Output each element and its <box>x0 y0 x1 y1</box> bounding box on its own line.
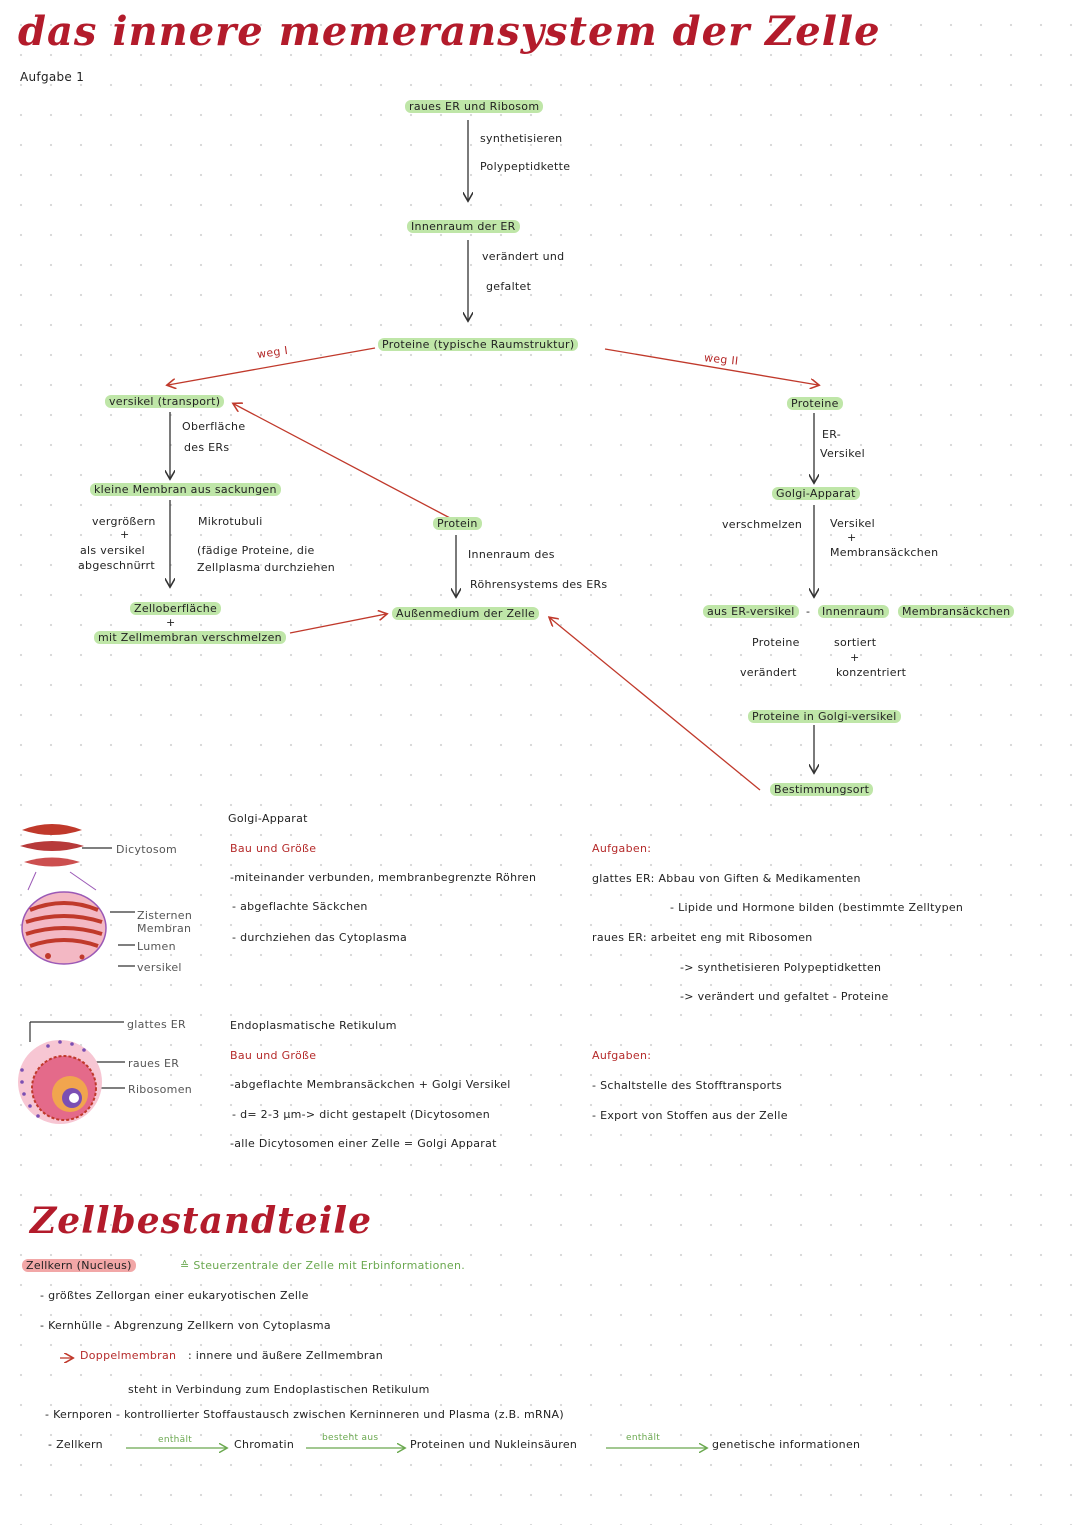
flow-note: - <box>806 605 811 618</box>
er-line: - d= 2-3 µm-> dicht gestapelt (Dicytosom… <box>232 1108 490 1121</box>
flow-note: Polypeptidkette <box>480 160 571 173</box>
er-label-ribosomen: Ribosomen <box>128 1083 193 1096</box>
er-aufgaben-line: - Export von Stoffen aus der Zelle <box>592 1109 788 1122</box>
flow-note: + <box>120 528 130 541</box>
aufgaben-line: raues ER: arbeitet eng mit Ribosomen <box>592 931 813 944</box>
er-heading: Endoplasmatische Retikulum <box>230 1019 397 1032</box>
er-line: -abgeflachte Membransäckchen + Golgi Ver… <box>230 1078 511 1091</box>
zellkern-chain-item: genetische informationen <box>712 1438 861 1451</box>
flow-node-golgi: Golgi-Apparat <box>772 487 860 500</box>
zellkern-chain-item: Chromatin <box>234 1438 295 1451</box>
zellkern-line: - Kernhülle - Abgrenzung Zellkern von Cy… <box>40 1319 331 1332</box>
flow-note: Versikel <box>830 517 875 530</box>
golgi-line: - abgeflachte Säckchen <box>232 900 368 913</box>
flow-node-proteine-right: Proteine <box>787 397 843 410</box>
flow-note: + <box>166 616 176 629</box>
chain-relation-label: enthält <box>626 1433 661 1443</box>
zellkern-line: steht in Verbindung zum Endoplastischen … <box>128 1383 430 1396</box>
flow-note: Proteine <box>752 636 800 649</box>
flow-node-protein: Protein <box>433 517 482 530</box>
golgi-line: -miteinander verbunden, membranbegrenzte… <box>230 871 537 884</box>
aufgaben-line: -> verändert und gefaltet - Proteine <box>680 990 889 1003</box>
section-title: Zellbestandteile <box>30 1200 372 1242</box>
flow-note: abgeschnürrt <box>78 559 155 572</box>
er-bau-heading: Bau und Größe <box>230 1049 317 1062</box>
golgi-line: - durchziehen das Cytoplasma <box>232 931 408 944</box>
flow-node-proteine: Proteine (typische Raumstruktur) <box>378 338 579 351</box>
chain-relation-label: enthält <box>158 1435 193 1445</box>
flow-node-innenraum: Innenraum der ER <box>407 220 520 233</box>
flow-node-aus-er-versikel: aus ER-versikel <box>703 605 799 618</box>
flow-node-zellmembran: mit Zellmembran verschmelzen <box>94 631 286 644</box>
page-title: das innere memeransystem der Zelle <box>18 8 881 55</box>
flow-note: synthetisieren <box>480 132 563 145</box>
flow-node-aussenmedium: Außenmedium der Zelle <box>392 607 540 620</box>
flow-note: ER- <box>822 428 842 441</box>
flow-note: konzentriert <box>836 666 907 679</box>
flow-note: als versikel <box>80 544 146 557</box>
golgi-bau-heading: Bau und Größe <box>230 842 317 855</box>
flow-note: gefaltet <box>486 280 532 293</box>
flow-note: verändert und <box>482 250 565 263</box>
zellkern-line: : innere und äußere Zellmembran <box>188 1349 384 1362</box>
aufgaben-line: -> synthetisieren Polypeptidketten <box>680 961 882 974</box>
zellkern-heading: Zellkern (Nucleus) <box>22 1259 136 1272</box>
golgi-label-dicytosom: Dicytosom <box>116 843 178 856</box>
flow-node-innenraum-right: Innenraum <box>818 605 889 618</box>
golgi-heading: Golgi-Apparat <box>228 812 308 825</box>
golgi-label-lumen: Lumen <box>137 940 176 953</box>
flow-node-membransaeckchen: Membransäckchen <box>898 605 1015 618</box>
flow-node-zelloberflaeche: Zelloberfläche <box>130 602 222 615</box>
er-label-glatt: glattes ER <box>127 1018 186 1031</box>
zellkern-line: - Kernporen - kontrollierter Stoffaustau… <box>45 1408 564 1421</box>
flow-note: Zellplasma durchziehen <box>197 561 336 574</box>
zellkern-definition: ≙ Steuerzentrale der Zelle mit Erbinform… <box>180 1259 466 1272</box>
er-aufgaben-line: - Schaltstelle des Stofftransports <box>592 1079 783 1092</box>
flow-node-bestimmungsort: Bestimmungsort <box>770 783 874 796</box>
er-label-rau: raues ER <box>128 1057 180 1070</box>
flow-note: + <box>847 531 857 544</box>
flow-note: (fädige Proteine, die <box>197 544 315 557</box>
er-line: -alle Dicytosomen einer Zelle = Golgi Ap… <box>230 1137 497 1150</box>
flow-note: Innenraum des <box>468 548 555 561</box>
flow-note: Röhrensystems des ERs <box>470 578 608 591</box>
flow-node-golgi-versikel: Proteine in Golgi-versikel <box>748 710 901 723</box>
flow-note: vergrößern <box>92 515 156 528</box>
flow-note: verändert <box>740 666 797 679</box>
er-cell-illustration-icon <box>18 1040 102 1124</box>
flow-note: Versikel <box>820 447 865 460</box>
task-label: Aufgabe 1 <box>20 70 85 84</box>
flow-note: + <box>850 651 860 664</box>
aufgaben-line: glattes ER: Abbau von Giften & Medikamen… <box>592 872 861 885</box>
flow-node-kleine-membran: kleine Membran aus sackungen <box>90 483 281 496</box>
flow-note: verschmelzen <box>722 518 803 531</box>
golgi-illustration-icon <box>20 824 107 965</box>
zellkern-line: - größtes Zellorgan einer eukaryotischen… <box>40 1289 309 1302</box>
er-aufgaben-heading: Aufgaben: <box>592 1049 652 1062</box>
aufgaben-line: - Lipide und Hormone bilden (bestimmte Z… <box>670 901 964 914</box>
flow-note: Membransäckchen <box>830 546 939 559</box>
flow-note: Oberfläche <box>182 420 246 433</box>
doppelmembran-label: Doppelmembran <box>80 1349 177 1362</box>
zellkern-chain-item: - Zellkern <box>48 1438 103 1451</box>
zellkern-chain-item: Proteinen und Nukleinsäuren <box>410 1438 578 1451</box>
golgi-label-zisternen: Zisternen <box>137 909 193 922</box>
golgi-label-versikel: versikel <box>137 961 182 974</box>
flow-note: Mikrotubuli <box>198 515 263 528</box>
golgi-label-membran: Membran <box>137 922 192 935</box>
flow-note: sortiert <box>834 636 877 649</box>
chain-relation-label: besteht aus <box>322 1433 379 1443</box>
flow-node-raues-er: raues ER und Ribosom <box>405 100 544 113</box>
golgi-aufgaben-heading: Aufgaben: <box>592 842 652 855</box>
flow-note: des ERs <box>184 441 230 454</box>
flow-node-versikel: versikel (transport) <box>105 395 225 408</box>
